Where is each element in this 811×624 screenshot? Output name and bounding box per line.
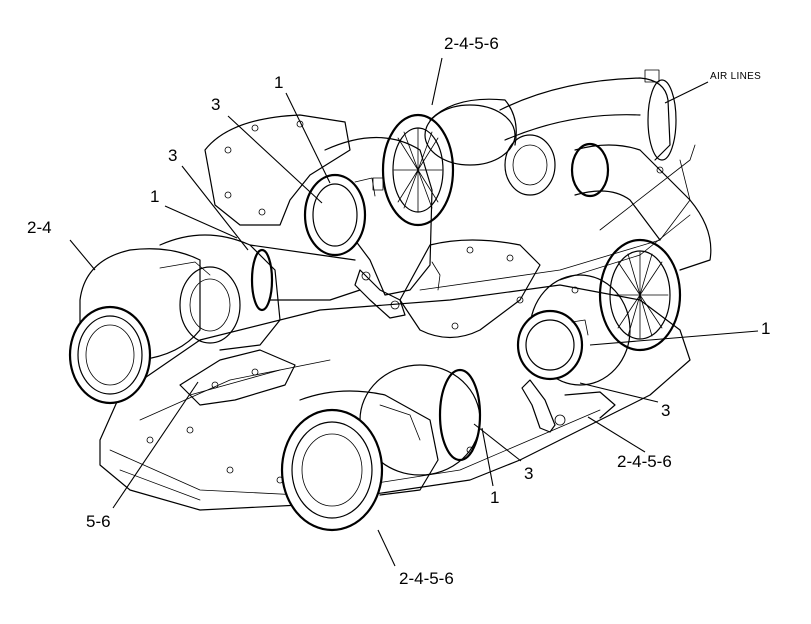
right-elbow-pipe <box>570 142 712 271</box>
leader-top-center <box>431 57 443 106</box>
flange-plate <box>204 114 351 226</box>
leader-right-1 <box>589 330 759 346</box>
leader-bottom-1 <box>481 427 494 487</box>
leader-lower-left <box>112 381 199 509</box>
callout-mid-left-3: 3 <box>168 146 177 165</box>
callout-right-3: 3 <box>661 401 670 420</box>
compressor-wheel-top <box>393 127 443 213</box>
callout-labels: 2-4-5-6 AIR LINES 3 1 3 1 2-4 1 3 2-4-5-… <box>27 34 770 588</box>
callout-upper-left-1: 1 <box>274 73 283 92</box>
turbocharger-left <box>68 234 361 405</box>
turbocharger-right <box>516 238 682 433</box>
callout-mid-left-1: 1 <box>150 187 159 206</box>
callout-lower-left: 5-6 <box>86 512 111 531</box>
compressor-wheel-right <box>611 251 669 339</box>
callout-far-left: 2-4 <box>27 218 52 237</box>
callout-upper-left-3: 3 <box>211 95 220 114</box>
leader-upper-left-1 <box>285 92 331 184</box>
leader-right-3 <box>579 382 659 403</box>
callout-bottom-center: 2-4-5-6 <box>399 569 454 588</box>
leader-mid-left-1 <box>164 205 238 239</box>
turbocharger-upper-middle <box>303 137 441 319</box>
callout-top-center: 2-4-5-6 <box>444 34 499 53</box>
engine-base-outline <box>99 144 696 511</box>
leader-mid-left-3 <box>181 165 249 251</box>
callout-right-bottom: 2-4-5-6 <box>617 452 672 471</box>
leader-right-bottom <box>587 416 646 453</box>
lower-left-bracket <box>179 349 296 406</box>
callout-air-lines: AIR LINES <box>710 71 761 82</box>
leader-air-lines <box>664 81 709 104</box>
callout-bottom-1: 1 <box>490 488 499 507</box>
center-manifold-plate <box>399 239 541 339</box>
leader-lines <box>69 57 759 567</box>
leader-far-left <box>69 239 96 271</box>
turbocharger-top-center <box>381 98 556 227</box>
leader-bottom-3 <box>473 423 522 462</box>
leader-bottom-center <box>377 529 396 567</box>
leader-upper-left-3 <box>227 115 323 204</box>
turbocharger-bottom-center <box>280 364 482 532</box>
callout-right-1: 1 <box>761 319 770 338</box>
air-lines-pipe <box>499 69 677 161</box>
callout-bottom-3: 3 <box>524 464 533 483</box>
